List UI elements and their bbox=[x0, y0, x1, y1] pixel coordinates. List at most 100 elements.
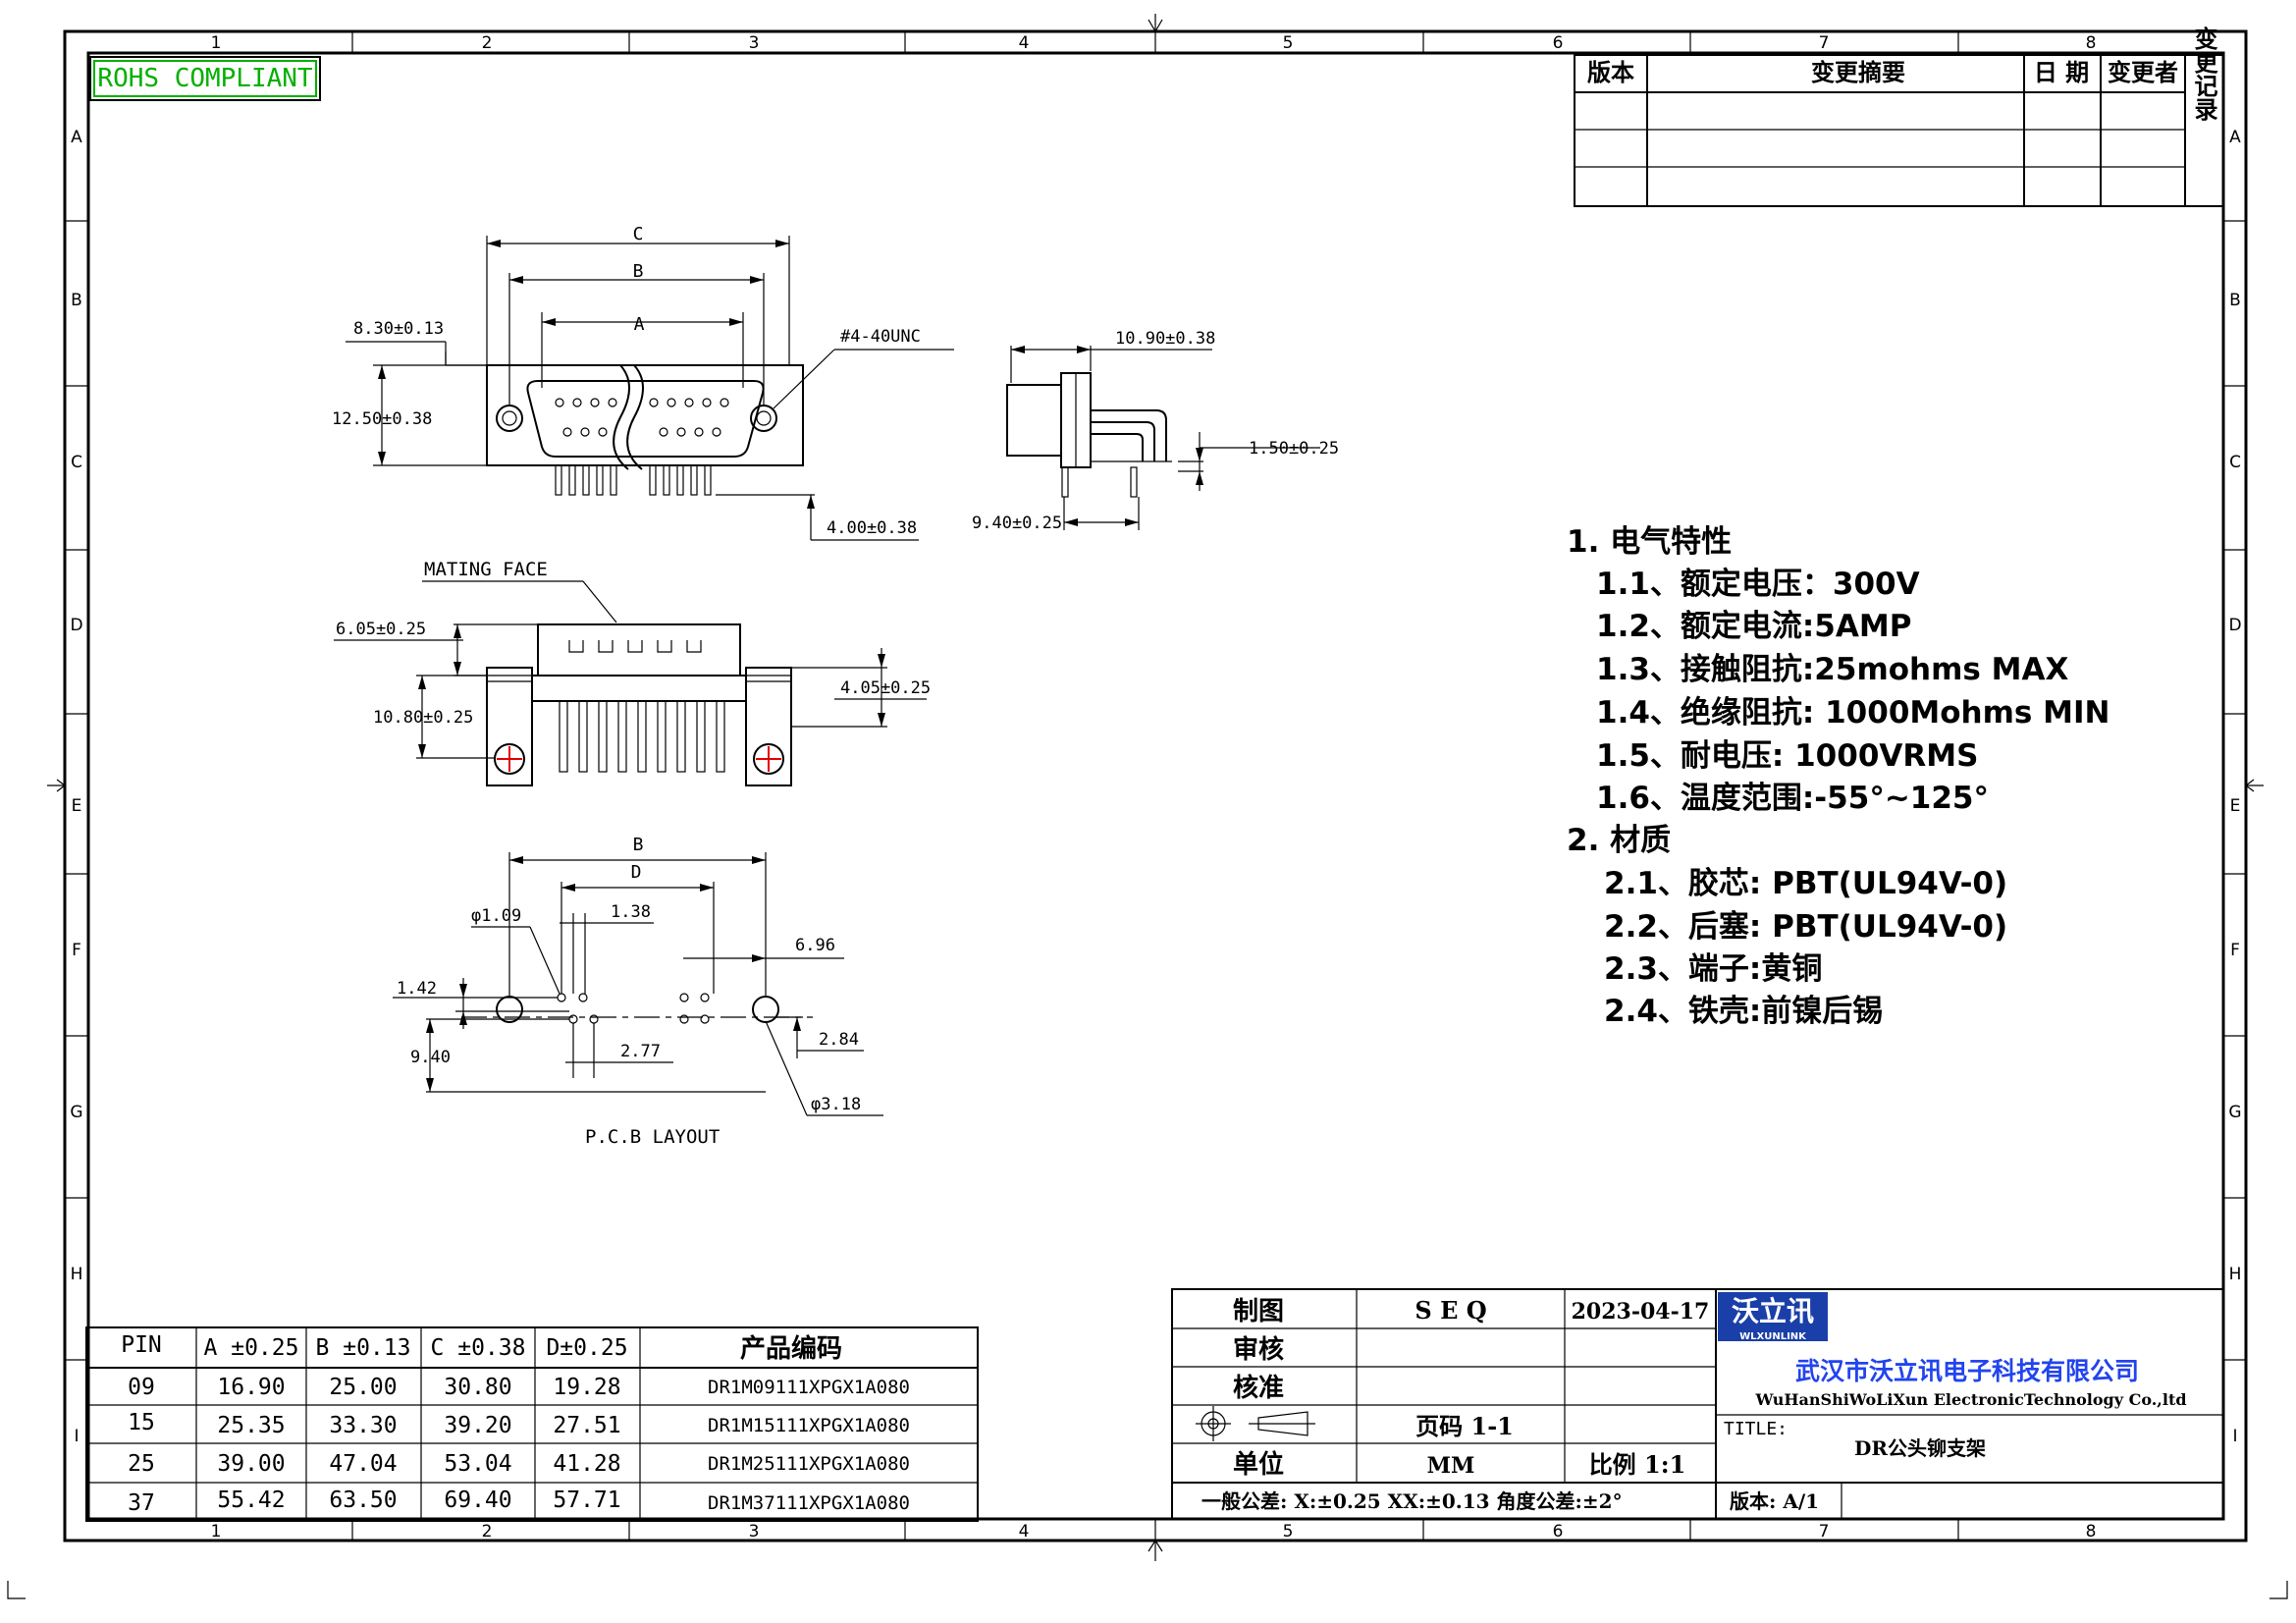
pcb-layout-label: P.C.B LAYOUT bbox=[585, 1126, 720, 1148]
revision-table: 版本 变更摘要 日 期 变更者 变更记录 bbox=[1574, 26, 2224, 207]
dim-10-90: 10.90±0.38 bbox=[1115, 329, 1215, 349]
dim-a-label: A bbox=[634, 314, 645, 335]
label-draw: 制图 bbox=[1233, 1297, 1284, 1326]
label-unit: 单位 bbox=[1233, 1449, 1284, 1480]
pin-cell: 25.35 bbox=[217, 1413, 285, 1438]
pcb-dim-d: D bbox=[631, 862, 642, 883]
mating-face-view: MATING FACE 6.05±0.25 10.80±0.25 4.05±0.… bbox=[334, 559, 931, 786]
dim-phi-3-18: φ3.18 bbox=[811, 1095, 861, 1114]
pin-cell: 39.00 bbox=[217, 1451, 285, 1477]
revision-header: 日 期 bbox=[2034, 59, 2089, 86]
dim-6-05: 6.05±0.25 bbox=[336, 620, 426, 639]
dim-screw-thread: #4-40UNC bbox=[840, 327, 921, 347]
spec-item: 1.1、额定电压：300V bbox=[1596, 567, 1920, 602]
pin-cell: 25.00 bbox=[329, 1375, 397, 1400]
pin-table-header: D±0.25 bbox=[546, 1335, 627, 1361]
pin-cell: 47.04 bbox=[329, 1451, 397, 1477]
pin-cell: 57.71 bbox=[553, 1488, 620, 1513]
pcb-layout: B D φ1.09 1.38 6.96 1.42 9.40 bbox=[393, 835, 883, 1148]
col-label: 5 bbox=[1283, 1522, 1294, 1542]
spec-item: 2.2、后塞: PBT(UL94V-0) bbox=[1604, 909, 2007, 945]
logo-en: WLXUNLINK bbox=[1739, 1331, 1807, 1342]
row-label: C bbox=[2229, 453, 2241, 472]
row-label: C bbox=[71, 453, 82, 472]
dim-12-50: 12.50±0.38 bbox=[332, 409, 432, 429]
title-label: TITLE: bbox=[1724, 1419, 1788, 1439]
dim-b-label: B bbox=[633, 261, 644, 282]
revision-header: 变更摘要 bbox=[1811, 59, 1905, 86]
col-label: 8 bbox=[2086, 33, 2097, 53]
pin-table-header: A ±0.25 bbox=[204, 1335, 299, 1361]
rohs-box: ROHS COMPLIANT bbox=[89, 56, 321, 101]
pin-table-header: 产品编码 bbox=[740, 1333, 842, 1364]
row-label: A bbox=[2229, 128, 2241, 147]
spec-heading-electrical: 1. 电气特性 bbox=[1567, 524, 1732, 560]
row-label: E bbox=[72, 796, 82, 816]
row-label: G bbox=[70, 1103, 82, 1122]
pin-cell: 37 bbox=[128, 1490, 155, 1516]
row-label: B bbox=[2229, 291, 2241, 310]
pin-table-header: C ±0.38 bbox=[431, 1335, 526, 1361]
spec-item: 2.1、胶芯: PBT(UL94V-0) bbox=[1604, 866, 2007, 901]
drawer-value: S E Q bbox=[1415, 1296, 1486, 1325]
col-label: 2 bbox=[482, 1522, 493, 1542]
spec-item: 2.4、铁壳:前镍后锡 bbox=[1604, 994, 1883, 1029]
revision-header: 版本 bbox=[1587, 59, 1634, 86]
mating-face-label: MATING FACE bbox=[424, 559, 548, 580]
row-label: F bbox=[2230, 941, 2240, 960]
pin-cell: 55.42 bbox=[217, 1488, 285, 1513]
side-view: 10.90±0.38 1.50±0.25 9.40±0.25 bbox=[972, 329, 1339, 533]
spec-item: 1.2、额定电流:5AMP bbox=[1596, 609, 1911, 644]
row-label: I bbox=[2232, 1427, 2237, 1446]
unit-value: MM bbox=[1427, 1453, 1475, 1479]
pin-cell: 27.51 bbox=[553, 1413, 620, 1438]
title-block: 制图 审核 核准 单位 S E Q 2023-04-17 页码 1-1 MM 比… bbox=[1171, 1288, 2224, 1520]
pin-cell: 53.04 bbox=[444, 1451, 511, 1477]
row-label: E bbox=[2230, 796, 2241, 816]
dim-10-80: 10.80±0.25 bbox=[373, 708, 473, 728]
date-value: 2023-04-17 bbox=[1572, 1299, 1710, 1325]
pin-cell: 19.28 bbox=[553, 1375, 620, 1400]
col-label: 4 bbox=[1019, 33, 1030, 53]
pin-cell: 41.28 bbox=[553, 1451, 620, 1477]
dim-1-38: 1.38 bbox=[611, 902, 651, 922]
spec-item: 1.4、绝缘阻抗: 1000Mohms MIN bbox=[1596, 695, 2109, 730]
row-label: G bbox=[2228, 1103, 2241, 1122]
company-logo: 沃立讯 WLXUNLINK bbox=[1718, 1292, 1828, 1342]
dim-1-42: 1.42 bbox=[397, 979, 437, 999]
pin-cell: 33.30 bbox=[329, 1413, 397, 1438]
pin-cell: DR1M25111XPGX1A080 bbox=[708, 1453, 910, 1475]
drawing-frame: 1 2 3 4 5 6 7 8 1 2 3 4 5 6 7 8 A B C D … bbox=[7, 14, 2288, 1599]
pin-cell: 09 bbox=[128, 1375, 155, 1400]
dim-2-77: 2.77 bbox=[620, 1042, 661, 1061]
page-value: 页码 1-1 bbox=[1415, 1412, 1514, 1440]
company-name-en: WuHanShiWoLiXun ElectronicTechnology Co.… bbox=[1754, 1390, 2186, 1409]
row-label: H bbox=[71, 1265, 83, 1284]
label-approve: 核准 bbox=[1233, 1373, 1284, 1403]
pin-table: PIN A ±0.25 B ±0.13 C ±0.38 D±0.25 产品编码 … bbox=[85, 1326, 979, 1522]
pin-cell: 39.20 bbox=[444, 1413, 511, 1438]
tolerance-note: 一般公差: X:±0.25 XX:±0.13 角度公差:±2° bbox=[1201, 1489, 1623, 1513]
dim-4-05: 4.05±0.25 bbox=[840, 678, 931, 698]
pin-cell: 16.90 bbox=[217, 1375, 285, 1400]
row-label: D bbox=[2228, 616, 2241, 635]
dim-9-40-pcb: 9.40 bbox=[410, 1048, 451, 1067]
col-label: 7 bbox=[1819, 1522, 1830, 1542]
dim-1-50: 1.50±0.25 bbox=[1249, 439, 1339, 459]
version-value: 版本: A/1 bbox=[1730, 1489, 1819, 1513]
dim-4-00: 4.00±0.38 bbox=[827, 518, 917, 538]
pin-cell: 30.80 bbox=[444, 1375, 511, 1400]
spec-item: 2.3、端子:黄铜 bbox=[1604, 951, 1822, 987]
spec-item: 1.6、温度范围:-55°~125° bbox=[1596, 781, 1989, 816]
col-label: 3 bbox=[749, 1522, 760, 1542]
logo-cn: 沃立讯 bbox=[1732, 1295, 1814, 1327]
col-label: 6 bbox=[1553, 33, 1564, 53]
company-name-cn: 武汉市沃立讯电子科技有限公司 bbox=[1795, 1357, 2139, 1385]
dim-8-30: 8.30±0.13 bbox=[353, 319, 444, 339]
col-label: 7 bbox=[1819, 33, 1830, 53]
spec-heading-material: 2. 材质 bbox=[1567, 823, 1671, 858]
col-label: 8 bbox=[2086, 1522, 2097, 1542]
pcb-dim-b: B bbox=[633, 835, 644, 855]
row-label: D bbox=[70, 616, 82, 635]
